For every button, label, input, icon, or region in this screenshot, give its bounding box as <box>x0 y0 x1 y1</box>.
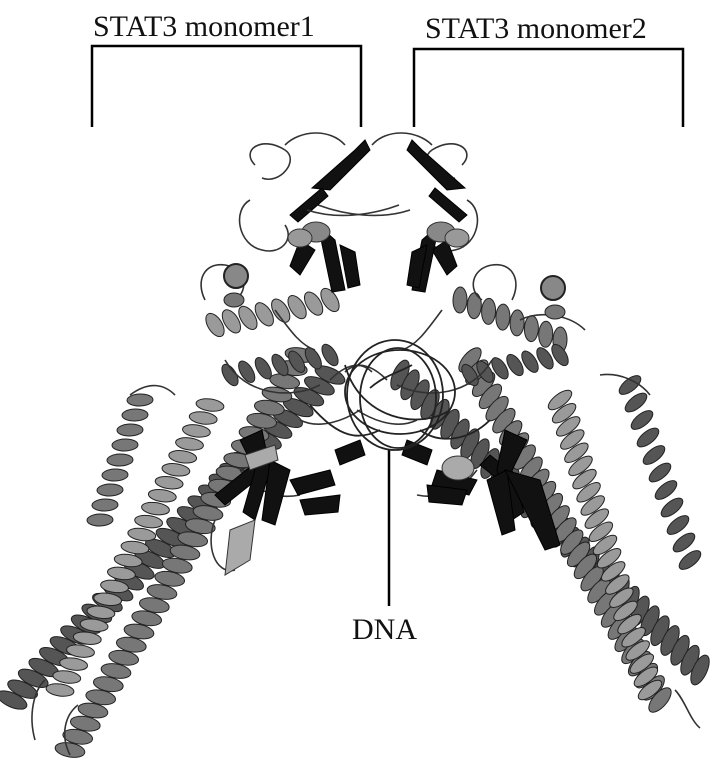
monomer1-bracket <box>92 46 361 127</box>
monomer2-bracket <box>414 49 683 127</box>
monomer1-structure <box>0 133 410 760</box>
monomer1-coiled-coil-helices <box>0 285 347 759</box>
monomer1-label: STAT3 monomer1 <box>93 12 315 42</box>
monomer2-beta-sheets <box>407 140 467 292</box>
monomer2-helix-far <box>616 372 704 573</box>
monomer1-helix-upper <box>202 285 343 339</box>
monomer1-beta-sheets <box>290 140 370 292</box>
monomer2-lower-sheets-light <box>442 456 474 480</box>
dna-label: DNA <box>352 615 417 645</box>
monomer1-helix-middle <box>54 345 316 759</box>
monomer2-label: STAT3 monomer2 <box>425 14 647 44</box>
monomer1-helix-outer <box>0 362 347 713</box>
